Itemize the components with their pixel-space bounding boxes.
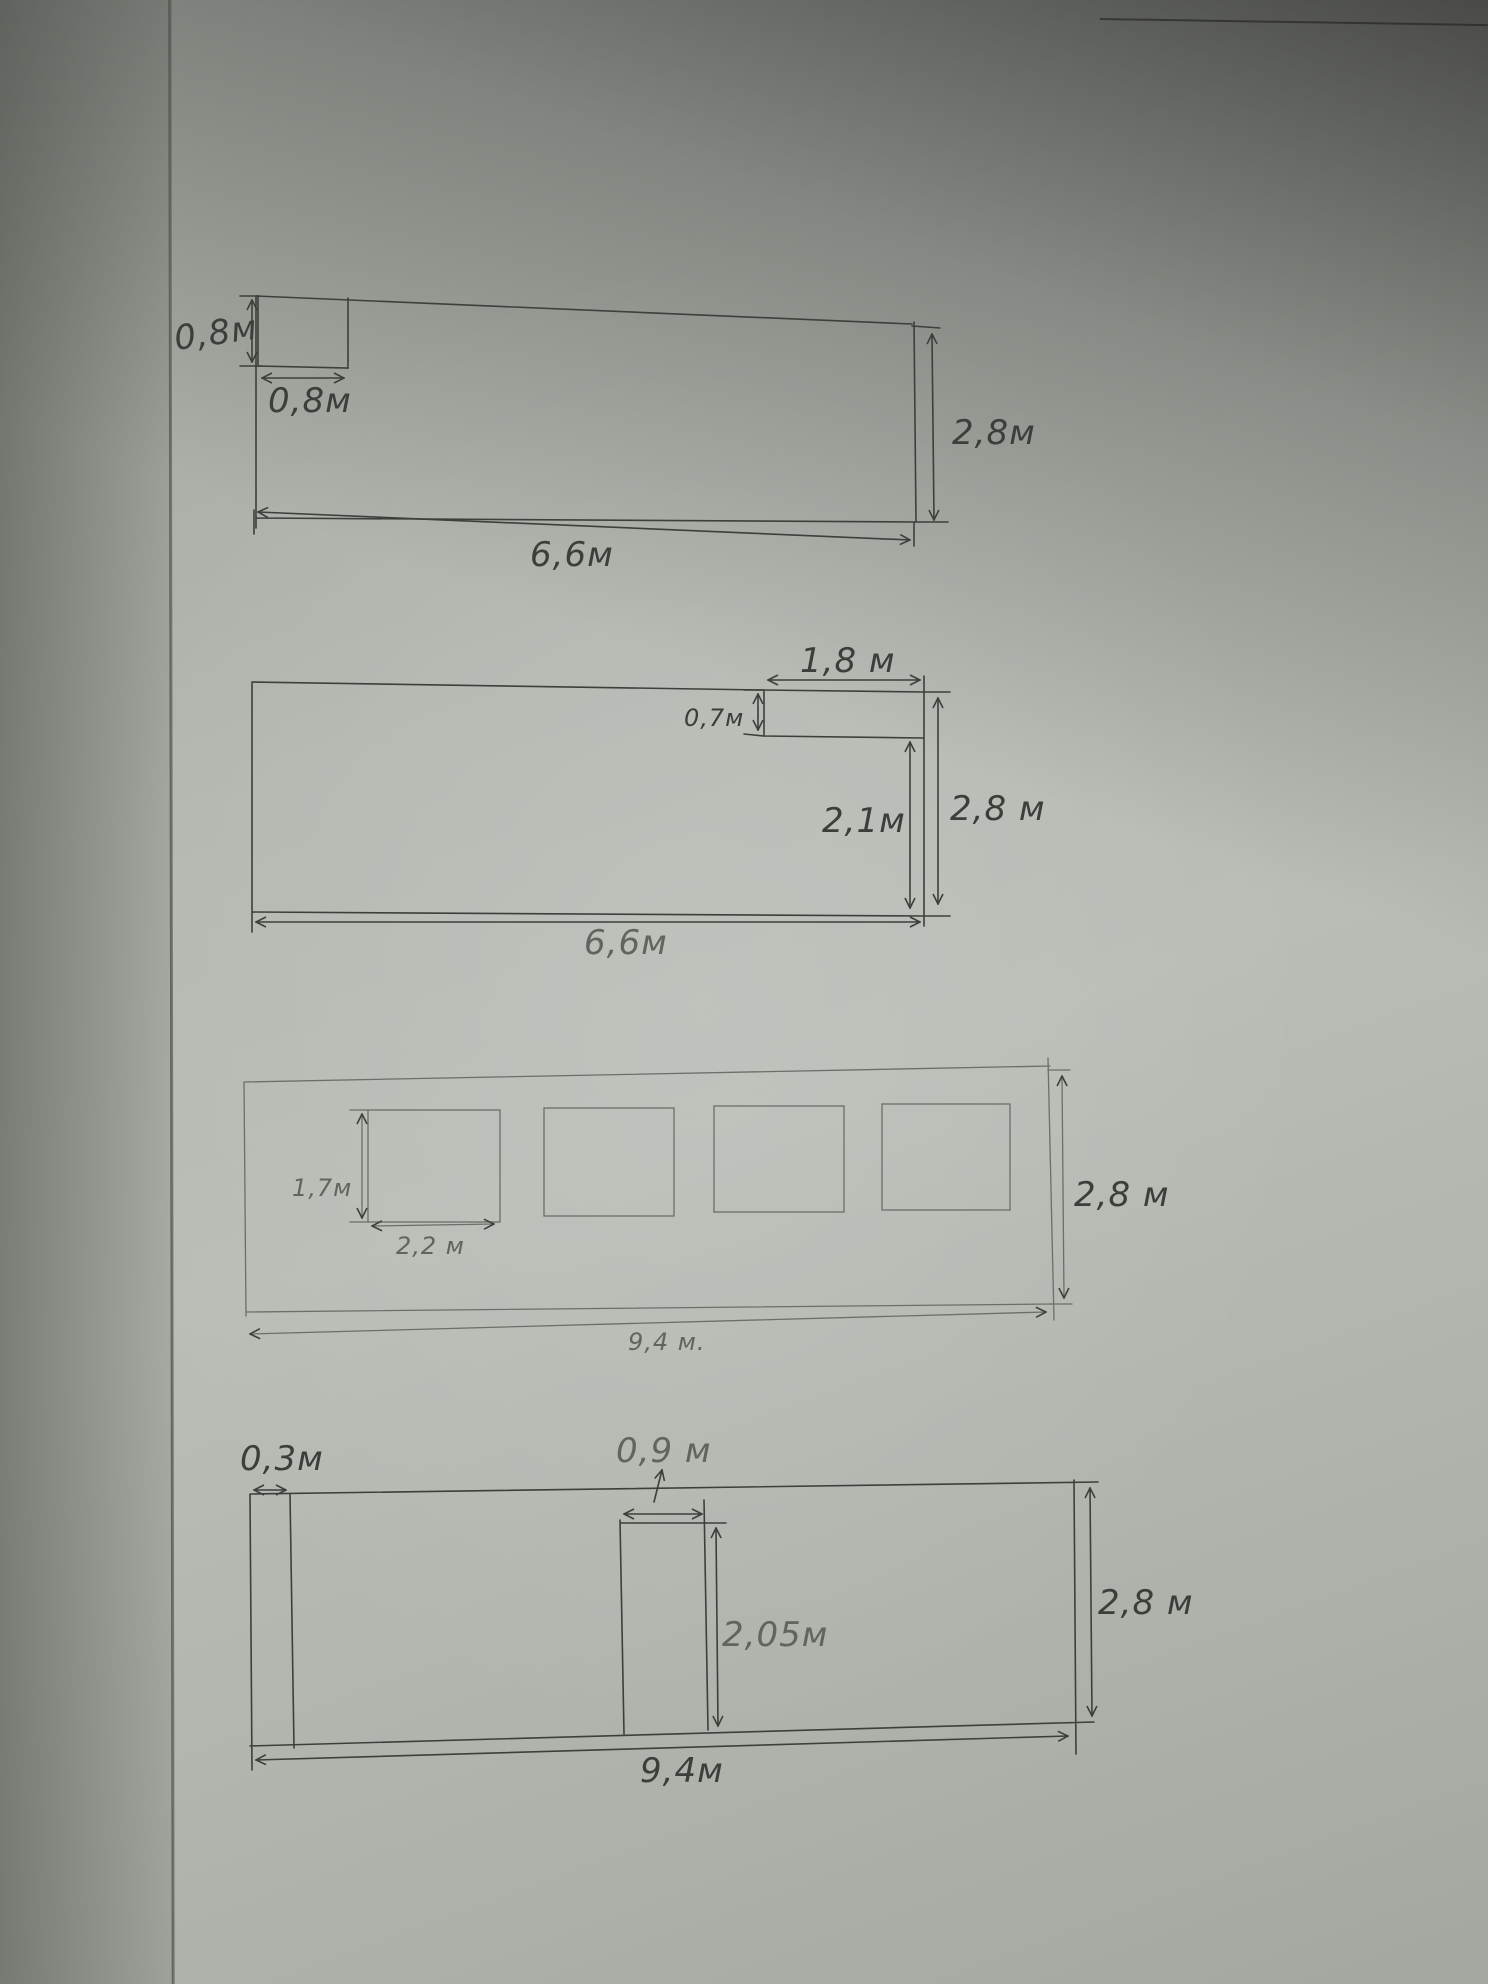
wall-3-window-1 bbox=[367, 1109, 501, 1223]
wall-2-elevation: 1,8 м 0,7м 2,1м 2,8 м 6,6м bbox=[251, 641, 1046, 963]
wall-4-height-label: 2,8 м bbox=[1098, 1583, 1194, 1623]
wall-3-height-label: 2,8 м bbox=[1074, 1175, 1170, 1215]
wall-2-window-width-label: 1,8 м bbox=[800, 641, 896, 681]
wall-4-door-width-label: 0,9 м bbox=[616, 1431, 712, 1471]
wall-2-below-window-label: 2,1м bbox=[822, 801, 906, 841]
wall-3-elevation: 1,7м 2,2 м 2,8 м 9,4 м. bbox=[243, 1057, 1170, 1356]
wall-1-width-label: 6,6м bbox=[530, 535, 614, 575]
wall-4-width-label: 9,4м bbox=[640, 1751, 724, 1791]
wall-4-door-height-label: 2,05м bbox=[722, 1615, 828, 1655]
wall-3-width-label: 9,4 м. bbox=[628, 1328, 706, 1356]
wall-2-height-label: 2,8 м bbox=[950, 789, 1046, 829]
wall-1-height-dim bbox=[932, 334, 934, 520]
wall-3-window-4 bbox=[881, 1103, 1011, 1211]
wall-1-height-label: 2,8м bbox=[952, 413, 1036, 453]
wall-2-window-height-label: 0,7м bbox=[684, 704, 744, 732]
wall-4-door bbox=[619, 1499, 709, 1735]
wall-3-window-height-label: 1,7м bbox=[292, 1174, 352, 1202]
wall-1-elevation: 0,8м 0,8м 2,8м 6,6м bbox=[172, 295, 1036, 575]
wall-4-door-width-pointer bbox=[653, 1470, 662, 1503]
wall-4-door-height-dim bbox=[716, 1528, 718, 1726]
wall-3-window-width-label: 2,2 м bbox=[396, 1232, 465, 1260]
wall-1-window-height-label: 0,8м bbox=[172, 308, 260, 359]
wall-4-pillar-width-label: 0,3м bbox=[240, 1439, 324, 1479]
wall-4-elevation: 0,3м 0,9 м 2,05м 2,8 м 9,4м bbox=[240, 1431, 1194, 1791]
wall-1-window bbox=[257, 295, 349, 369]
wall-3-height-dim bbox=[1062, 1076, 1064, 1298]
wall-3-outline bbox=[243, 1057, 1055, 1321]
wall-3-window-3 bbox=[713, 1105, 845, 1213]
wall-1-window-width-label: 0,8м bbox=[268, 381, 352, 421]
wall-4-height-dim bbox=[1090, 1488, 1092, 1716]
wall-4-pillar bbox=[289, 1493, 295, 1749]
wall-3-window-width-dim bbox=[372, 1224, 494, 1226]
wall-2-width-label: 6,6м bbox=[584, 923, 668, 963]
wall-3-window-2 bbox=[543, 1107, 675, 1217]
wall-1-outline bbox=[255, 295, 917, 529]
